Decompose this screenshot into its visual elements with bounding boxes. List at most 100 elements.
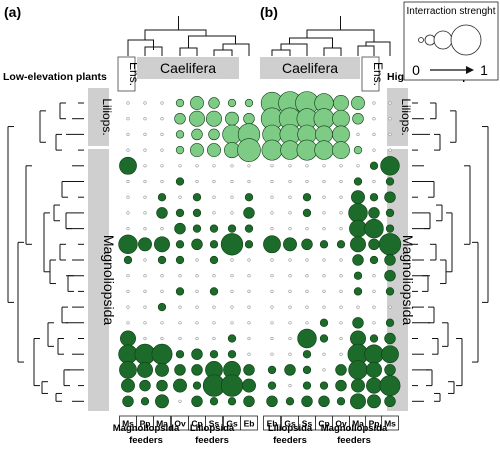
matrix-a-cell-r13-c6	[230, 305, 234, 309]
matrix-b-cell-r13-c3	[322, 305, 326, 309]
matrix-b-cell-r14-c6	[372, 321, 376, 325]
matrix-a-cell-r19-c4	[191, 395, 203, 408]
a-species-ss: Ss	[209, 419, 220, 429]
matrix-a-cell-r3-c2	[160, 148, 164, 152]
legend-title: Interraction strenght	[407, 6, 496, 17]
matrix-a-cell-r2-c4	[191, 128, 203, 141]
matrix-a-cell-r5-c7	[247, 179, 251, 184]
matrix-a-cell-r14-c3	[178, 321, 182, 325]
feeder-label-b2-line2: feeders	[337, 435, 371, 446]
a-species-ms: Ms	[122, 419, 134, 429]
matrix-a-cell-r3-c7	[237, 138, 261, 162]
matrix-a-cell-r14-c1	[143, 321, 147, 325]
matrix-a-cell-r13-c4	[195, 305, 199, 309]
matrix-a-cell-r4-c7	[247, 164, 251, 168]
matrix-a-cell-r10-c5	[209, 255, 219, 265]
matrix-a-cell-r17-c7	[243, 364, 255, 376]
matrix-a-cell-r8-c3	[174, 222, 186, 235]
matrix-b-cell-r12-c7	[385, 287, 395, 296]
matrix-a-cell-r8-c6	[227, 224, 237, 233]
insect-tree-b	[271, 16, 391, 56]
matrix-a-cell-r18-c4	[192, 381, 202, 390]
matrix-b-cell-r14-c7	[385, 318, 395, 327]
b-species-box-0	[263, 415, 281, 431]
matrix-a-cell-r10-c1	[143, 258, 147, 262]
matrix-a-cell-r18-c1	[139, 379, 151, 392]
matrix-b-cell-r5-c2	[305, 179, 309, 184]
insect-tree-b-branch-6	[306, 29, 375, 42]
matrix-a-cell-r5-c4	[195, 179, 199, 184]
matrix-b-cell-r7-c6	[368, 207, 380, 219]
matrix-a-cell-r8-c2	[160, 227, 164, 231]
matrix-a-cell-r18-c2	[156, 379, 168, 392]
plant-tree-b	[412, 102, 489, 402]
feeder-label-b1-line2: feeders	[273, 435, 307, 446]
matrix-b-cell-r19-c5	[350, 393, 366, 410]
matrix-a-cell-r6-c6	[230, 195, 234, 199]
matrix-b-cell-r17-c3	[322, 368, 326, 372]
matrix-a-cell-r5-c1	[143, 179, 147, 184]
matrix-b-cell-r7-c2	[302, 208, 312, 218]
matrix-b-cell-r0-c6	[372, 101, 376, 105]
matrix-a-cell-r2-c0	[126, 132, 130, 136]
matrix-a-cell-r15-c3	[178, 336, 182, 341]
matrix-a-cell-r15-c5	[212, 336, 216, 341]
matrix-a-cell-r10-c4	[195, 258, 199, 262]
feeder-label-a1-line1: Magnoliopsida	[113, 423, 180, 434]
matrix-a-cell-r7-c1	[143, 211, 147, 215]
matrix-b-cell-r1-c7	[388, 117, 392, 121]
matrix-b-cell-r1-c4	[332, 109, 350, 128]
matrix-a-cell-r7-c6	[230, 211, 234, 215]
matrix-a-cell-r14-c0	[126, 321, 130, 325]
insect-tree-a-branch-5	[188, 35, 236, 48]
matrix-a-cell-r12-c1	[143, 289, 147, 294]
insect-tree-a-branch-0	[127, 39, 154, 50]
matrix-a-cell-r13-c0	[126, 305, 130, 309]
panel-b: Caelifera Ens. Liliops. Magnoliopsida Eb…	[260, 16, 489, 446]
legend-circle-2	[433, 30, 453, 50]
matrix-b-cell-r4-c0	[270, 164, 274, 168]
matrix-a-cell-r18-c7	[242, 378, 256, 393]
matrix-b-cell-r19-c1	[285, 397, 295, 406]
matrix-b-cell-r3-c7	[388, 148, 392, 152]
matrix-a-cell-r0-c3	[175, 98, 185, 108]
matrix-b-cell-r5-c3	[322, 179, 326, 184]
matrix-b-cell-r12-c2	[305, 289, 309, 294]
matrix-b-cell-r16-c4	[339, 352, 343, 356]
matrix-b-cell-r6-c0	[270, 195, 274, 199]
matrix-a-cell-r12-c7	[247, 289, 251, 294]
a-species-box-7	[240, 415, 258, 431]
caelifera-band-b	[260, 57, 360, 79]
matrix-a-cell-r14-c2	[160, 321, 164, 325]
matrix-a-cell-r2-c1	[143, 132, 147, 136]
matrix-a-cell-r2-c5	[208, 128, 220, 141]
matrix-b-cell-r18-c5	[351, 378, 365, 393]
matrix-a-cell-r5-c0	[126, 179, 130, 184]
matrix-b-cell-r16-c1	[288, 352, 292, 356]
matrix-a-cell-r7-c2	[156, 207, 168, 219]
matrix-b-cell-r14-c4	[339, 321, 343, 325]
matrix-a-cell-r11-c1	[143, 274, 147, 278]
magnoliopsida-label-b: Magnoliopsida	[400, 235, 416, 325]
matrix-a-cell-r3-c5	[207, 143, 221, 158]
matrix-b-cell-r8-c4	[339, 227, 343, 231]
matrix-b-cell-r15-c7	[384, 332, 396, 345]
caelifera-band-a	[137, 57, 239, 79]
matrix-a-cell-r5-c2	[160, 179, 164, 184]
matrix-a-cell-r13-c5	[212, 305, 216, 309]
matrix-b-cell-r4-c5	[356, 164, 360, 168]
matrix-b-cell-r2-c5	[356, 132, 360, 136]
matrix-b-cell-r10-c2	[305, 258, 309, 262]
matrix-b-cell-r9-c6	[368, 238, 380, 251]
matrix-a-cell-r4-c4	[195, 164, 199, 168]
matrix-a-cell-r16-c5	[209, 350, 219, 359]
matrix-b-cell-r11-c4	[339, 274, 343, 278]
matrix-b-cell-r4-c1	[288, 164, 292, 168]
matrix-a-cell-r9-c0	[118, 234, 138, 254]
caelifera-label-b: Caelifera	[282, 60, 338, 76]
matrix-b-cell-r6-c2	[302, 193, 312, 202]
matrix-b-cell-r3-c4	[332, 141, 350, 159]
matrix-a-cell-r9-c1	[138, 237, 152, 252]
matrix-b-cell-r13-c0	[270, 305, 274, 309]
